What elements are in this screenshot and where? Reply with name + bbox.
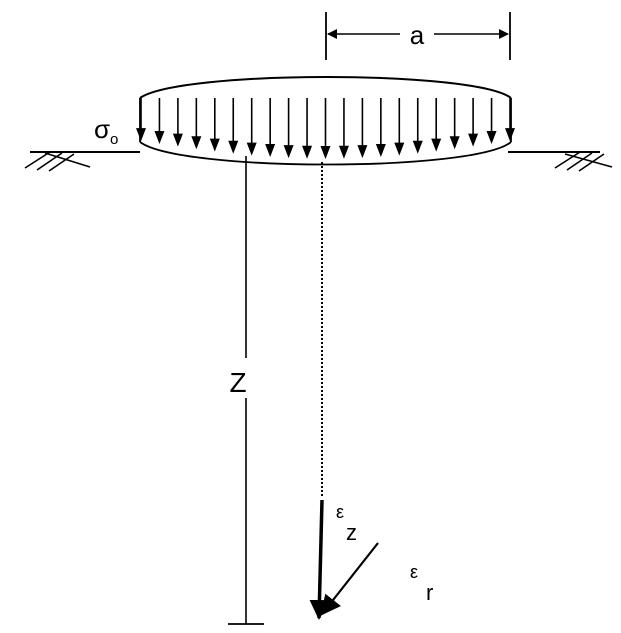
depth-dimension: Z	[228, 156, 264, 625]
pressure-arrow-head	[468, 133, 479, 147]
pressure-arrows	[136, 98, 515, 159]
pressure-arrow-head	[505, 128, 515, 142]
pressure-arrow-head	[320, 146, 331, 159]
pressure-arrow-head	[136, 128, 146, 142]
pressure-arrow-head	[357, 145, 368, 159]
sigma-subscript: o	[110, 131, 118, 148]
pressure-arrow-head	[154, 130, 165, 144]
sigma-symbol: σ	[94, 114, 110, 144]
pressure-arrow-head	[486, 130, 497, 144]
radius-dimension: a	[325, 12, 511, 60]
pressure-label: σ o	[94, 114, 118, 148]
pressure-arrow-head	[172, 133, 183, 147]
pressure-arrow-head	[302, 145, 313, 159]
ground-hatch-left	[24, 151, 91, 172]
depth-label: Z	[229, 367, 246, 398]
pressure-arrow-head	[412, 140, 423, 154]
radial-strain-arrow	[320, 542, 379, 616]
epsilon-r-subscript: r	[426, 580, 433, 605]
loaded-area-top-edge	[139, 76, 512, 99]
pressure-arrow-head	[431, 138, 442, 152]
pressure-arrow-head	[394, 142, 405, 156]
pressure-arrow-head	[449, 136, 460, 150]
pressure-arrow-head	[246, 142, 257, 156]
pressure-arrow-head	[375, 144, 386, 158]
epsilon-z-subscript: z	[346, 520, 357, 545]
pressure-arrow-head	[265, 144, 276, 158]
loaded-area-bottom-edge	[139, 141, 512, 166]
radial-strain-label: ε r	[410, 562, 433, 605]
pressure-arrow-head	[191, 136, 202, 150]
vertical-strain-arrow	[309, 499, 330, 620]
pressure-arrow-head	[338, 145, 349, 159]
pressure-arrow-head	[283, 145, 294, 159]
radius-label: a	[410, 20, 425, 50]
ground-hatch-right	[554, 151, 613, 172]
vertical-strain-label: ε z	[336, 502, 357, 545]
epsilon-z-symbol: ε	[336, 502, 344, 522]
epsilon-r-symbol: ε	[410, 562, 418, 582]
pressure-arrow-head	[209, 138, 220, 152]
pressure-arrow-head	[228, 140, 239, 154]
